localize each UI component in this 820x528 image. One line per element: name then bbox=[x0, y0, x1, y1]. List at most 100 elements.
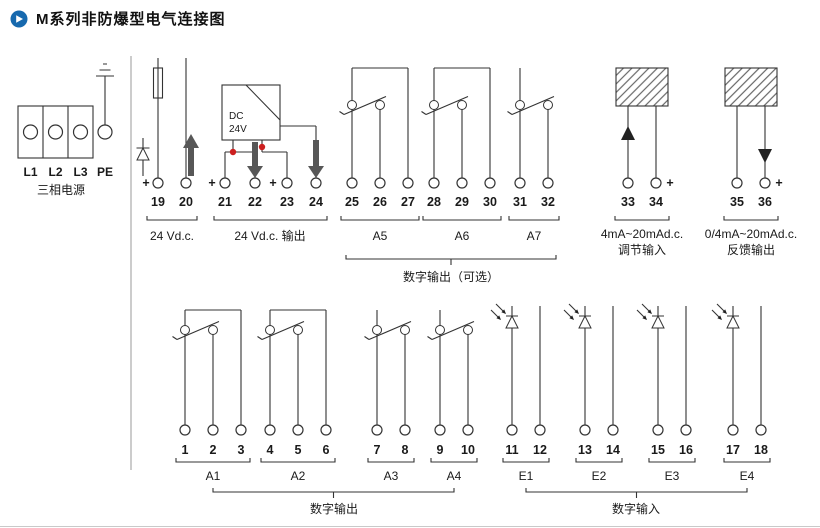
terminal-21 bbox=[219, 177, 231, 189]
relay-contact-a1 bbox=[171, 309, 242, 426]
terminal-number: 28 bbox=[427, 195, 441, 209]
terminal-20 bbox=[180, 177, 192, 189]
terminal-12 bbox=[534, 424, 546, 436]
terminal-16 bbox=[680, 424, 692, 436]
terminal-10 bbox=[462, 424, 474, 436]
terminal-15 bbox=[652, 424, 664, 436]
dc-converter-box bbox=[221, 84, 281, 141]
terminal-number: 25 bbox=[345, 195, 359, 209]
terminal-number: 31 bbox=[513, 195, 527, 209]
terminal-PE bbox=[97, 124, 113, 140]
isolator-box bbox=[724, 67, 778, 107]
section-label-digital-input: 数字输入 bbox=[612, 501, 660, 516]
group-label-e4: E4 bbox=[740, 469, 755, 483]
terminal-number: 24 bbox=[309, 195, 323, 209]
current-up-arrow bbox=[183, 134, 199, 176]
terminal-number: 12 bbox=[533, 443, 547, 457]
terminal-label: L2 bbox=[48, 165, 62, 179]
group-label-a5: A5 bbox=[373, 229, 388, 243]
terminal-label: L3 bbox=[73, 165, 87, 179]
ground-icon bbox=[96, 63, 114, 125]
terminal-33 bbox=[622, 177, 634, 189]
terminal-L2 bbox=[47, 124, 64, 140]
terminal-number: 30 bbox=[483, 195, 497, 209]
diode-icon bbox=[136, 138, 150, 176]
terminal-number: 9 bbox=[437, 443, 444, 457]
terminal-label: PE bbox=[97, 165, 113, 179]
group-sublabel-fb-out: 反馈输出 bbox=[727, 242, 775, 257]
junction-dot bbox=[258, 143, 266, 151]
terminal-2 bbox=[207, 424, 219, 436]
opto-input-e2 bbox=[563, 303, 614, 426]
group-label-a6: A6 bbox=[455, 229, 470, 243]
group-label-e3: E3 bbox=[665, 469, 680, 483]
bottom-terminal-row bbox=[179, 424, 767, 436]
opto-input-e3 bbox=[636, 303, 687, 426]
terminal-8 bbox=[399, 424, 411, 436]
group-label-dc-in: 24 Vd.c. bbox=[150, 229, 194, 243]
terminal-L3 bbox=[72, 124, 89, 140]
group-label-mod-in: 4mA~20mAd.c. bbox=[601, 227, 683, 241]
terminal-number: 4 bbox=[267, 443, 274, 457]
group-label-a1: A1 bbox=[206, 469, 221, 483]
group-sublabel-mod-in: 调节输入 bbox=[618, 242, 666, 257]
group-label-a4: A4 bbox=[447, 469, 462, 483]
group-label-a7: A7 bbox=[527, 229, 542, 243]
section-label-optional-output: 数字输出（可选） bbox=[403, 269, 499, 284]
fuse-icon bbox=[152, 67, 164, 99]
group-label-a3: A3 bbox=[384, 469, 399, 483]
polarity-plus: + bbox=[775, 176, 782, 190]
terminal-9 bbox=[434, 424, 446, 436]
relay-contact-a2 bbox=[256, 309, 327, 426]
terminal-number: 2 bbox=[210, 443, 217, 457]
terminal-number: 15 bbox=[651, 443, 665, 457]
polarity-plus: + bbox=[208, 176, 215, 190]
polarity-plus: + bbox=[142, 176, 149, 190]
terminal-number: 1 bbox=[182, 443, 189, 457]
terminal-number: 32 bbox=[541, 195, 555, 209]
terminal-number: 10 bbox=[461, 443, 475, 457]
terminal-number: 18 bbox=[754, 443, 768, 457]
terminal-number: 34 bbox=[649, 195, 663, 209]
terminal-number: 26 bbox=[373, 195, 387, 209]
terminal-1 bbox=[179, 424, 191, 436]
terminal-17 bbox=[727, 424, 739, 436]
terminal-number: 27 bbox=[401, 195, 415, 209]
terminal-L1 bbox=[22, 124, 39, 140]
terminal-number: 35 bbox=[730, 195, 744, 209]
page-title: M系列非防爆型电气连接图 bbox=[36, 11, 226, 28]
terminal-35 bbox=[731, 177, 743, 189]
three-phase-power-block: L1 L2 L3 PE 三相电源 bbox=[17, 63, 114, 197]
terminal-number: 17 bbox=[726, 443, 740, 457]
terminal-number: 23 bbox=[280, 195, 294, 209]
terminal-number: 5 bbox=[295, 443, 302, 457]
terminal-label: L1 bbox=[23, 165, 37, 179]
terminal-27 bbox=[402, 177, 414, 189]
terminal-34 bbox=[650, 177, 662, 189]
group-label-a2: A2 bbox=[291, 469, 306, 483]
signal-up-arrow bbox=[621, 126, 635, 140]
terminal-number: 8 bbox=[402, 443, 409, 457]
terminal-19 bbox=[152, 177, 164, 189]
terminal-number: 3 bbox=[238, 443, 245, 457]
terminal-30 bbox=[484, 177, 496, 189]
bottom-terminal-numbers: 1 2 3 4 5 6 7 8 9 10 11 12 13 14 15 16 1… bbox=[182, 443, 768, 457]
terminal-number: 21 bbox=[218, 195, 232, 209]
top-group-labels: 24 Vd.c. 24 Vd.c. 输出 A5 A6 A7 4mA~20mAd.… bbox=[146, 216, 797, 284]
terminal-26 bbox=[374, 177, 386, 189]
terminal-number: 7 bbox=[374, 443, 381, 457]
current-down-arrow bbox=[308, 140, 324, 178]
relay-contact-a7 bbox=[506, 67, 555, 179]
terminal-11 bbox=[506, 424, 518, 436]
group-label-e1: E1 bbox=[519, 469, 534, 483]
terminal-number: 22 bbox=[248, 195, 262, 209]
relay-contact-a6 bbox=[420, 67, 491, 179]
relay-contact-a4 bbox=[426, 309, 475, 426]
terminal-number: 16 bbox=[679, 443, 693, 457]
top-terminal-numbers: 19 20 21 22 23 24 25 26 27 28 29 30 31 3… bbox=[151, 195, 772, 209]
polarity-plus: + bbox=[269, 176, 276, 190]
terminal-25 bbox=[346, 177, 358, 189]
isolator-box bbox=[615, 67, 669, 107]
dc-box-text: DC bbox=[229, 111, 243, 122]
